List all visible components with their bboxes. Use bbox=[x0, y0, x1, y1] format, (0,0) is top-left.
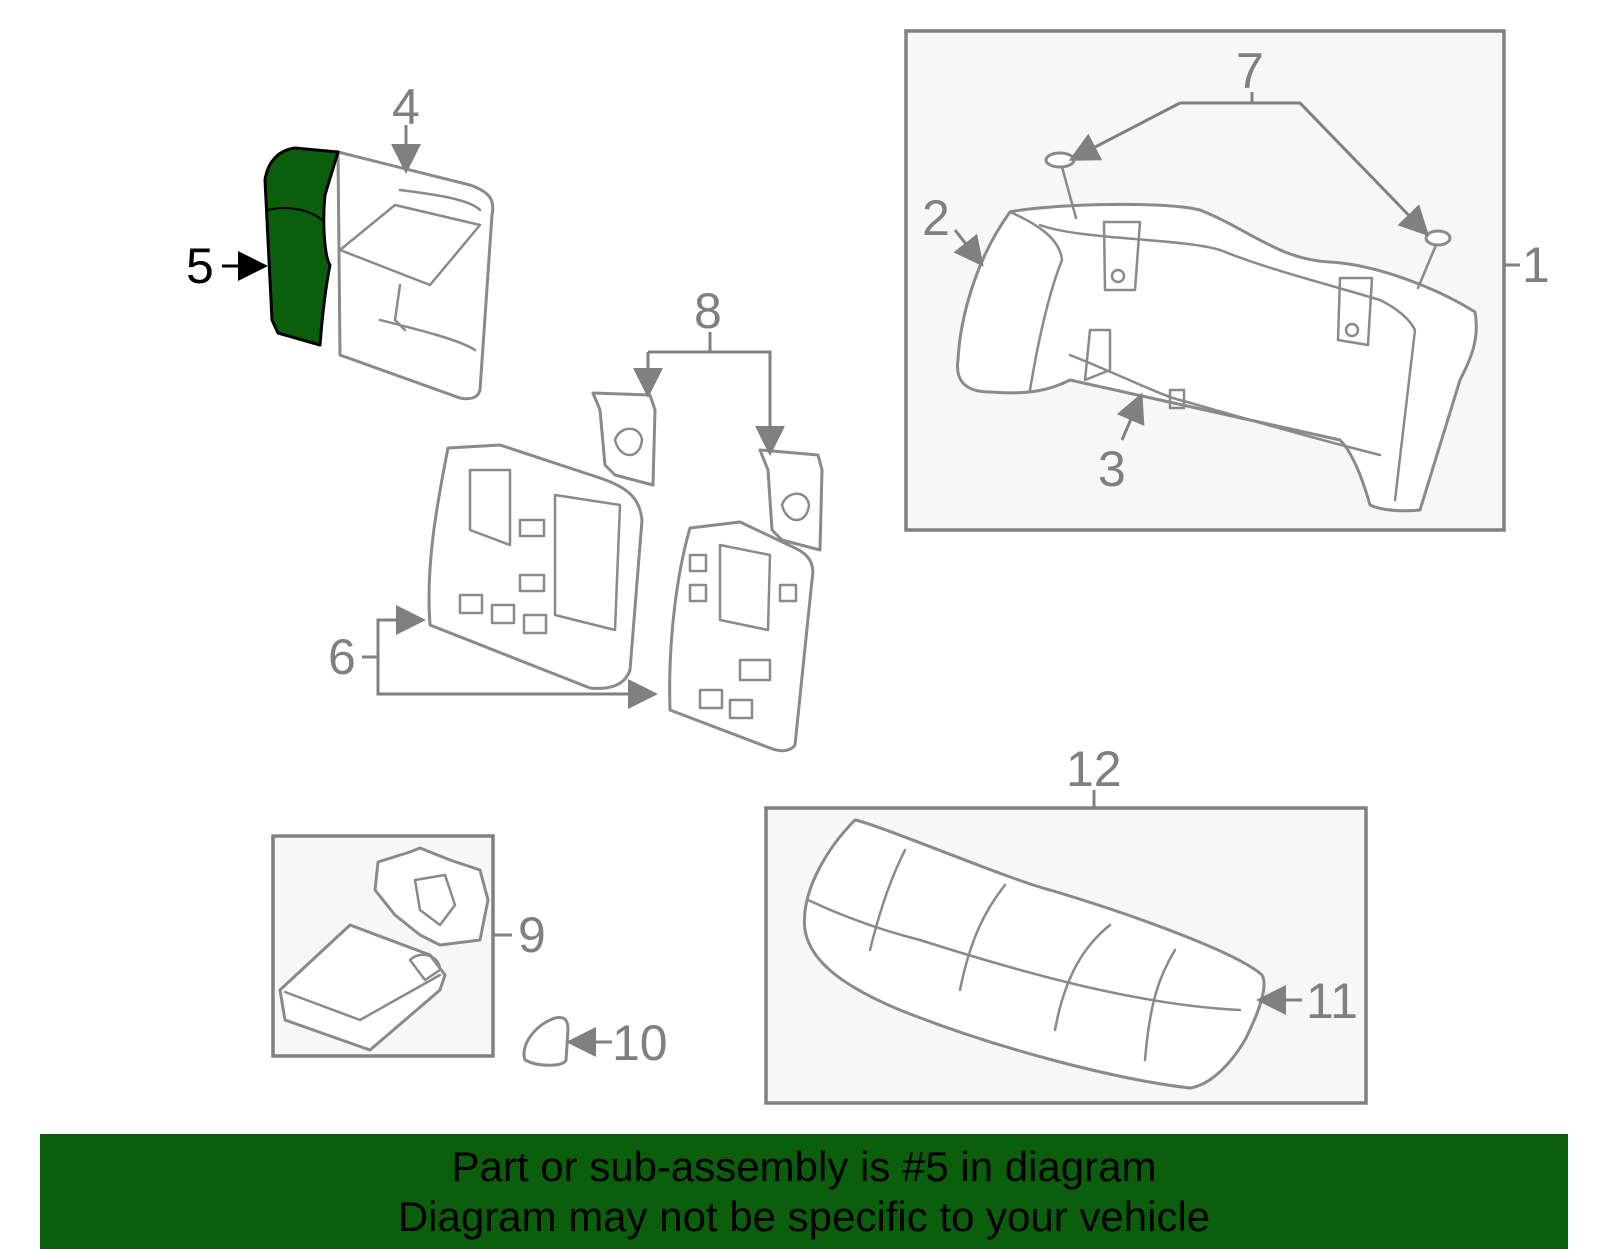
panel-right-slot-1 bbox=[688, 553, 708, 573]
seat-back-cover-highlight bbox=[263, 146, 340, 347]
panel-right-slot-6 bbox=[728, 698, 754, 720]
frame-bracket-lower bbox=[1083, 328, 1112, 382]
bolt-right bbox=[1416, 229, 1452, 290]
cushion-seam-2 bbox=[958, 883, 1007, 992]
callout-9: 9 bbox=[518, 907, 546, 963]
cushion-roll-top bbox=[398, 188, 482, 212]
panel-left-slot-5 bbox=[518, 573, 546, 593]
panel-left-frame-2 bbox=[553, 493, 622, 632]
callout-4: 4 bbox=[392, 79, 420, 135]
part-8-brackets-group bbox=[591, 332, 824, 552]
panel-left-slot-1 bbox=[458, 593, 484, 615]
cable-clip bbox=[1168, 388, 1186, 410]
part-9-armrest-group bbox=[271, 834, 512, 1058]
callout-6: 6 bbox=[328, 629, 356, 685]
panel-left-frame bbox=[468, 468, 512, 547]
bracket-left bbox=[591, 391, 657, 487]
callout-5: 5 bbox=[186, 238, 214, 294]
callout-7: 7 bbox=[1236, 43, 1264, 99]
armrest-latch bbox=[373, 846, 490, 947]
callout-12: 12 bbox=[1066, 741, 1122, 797]
callout-2: 2 bbox=[922, 190, 950, 246]
panel-right-frame bbox=[718, 543, 772, 632]
part-4-seat-back-group bbox=[222, 125, 495, 401]
cap bbox=[522, 1016, 570, 1067]
callout-8: 8 bbox=[694, 283, 722, 339]
frame-cable bbox=[1068, 353, 1382, 457]
cushion-front-edge bbox=[806, 898, 1242, 1012]
leader-8b bbox=[648, 350, 785, 456]
part-1-frame-group bbox=[904, 29, 1520, 532]
leader-7 bbox=[1068, 101, 1181, 161]
leader-3 bbox=[1116, 392, 1145, 441]
seat-back-cushion bbox=[336, 150, 495, 401]
panel-right-slot-3 bbox=[778, 583, 798, 603]
frame-bolt-left bbox=[1110, 268, 1126, 284]
banner-line-2: Diagram may not be specific to your vehi… bbox=[397, 1193, 1211, 1240]
panel-left-slot-2 bbox=[490, 603, 516, 625]
frame-bracket-right bbox=[1336, 276, 1374, 347]
seat-back-panel-left bbox=[427, 443, 644, 690]
leader-6a bbox=[376, 605, 426, 657]
armrest-body bbox=[278, 923, 447, 1052]
armrest-cup bbox=[408, 953, 442, 982]
panel-left-slot-3 bbox=[522, 613, 548, 635]
panel-left-slot-4 bbox=[518, 518, 546, 538]
part-6-panels-group bbox=[362, 443, 815, 753]
banner-line-1: Part or sub-assembly is #5 in diagram bbox=[451, 1143, 1157, 1190]
bracket-left-hole bbox=[613, 427, 644, 457]
callout-10: 10 bbox=[612, 1015, 668, 1071]
frame-inner-edge bbox=[1038, 223, 1417, 502]
cushion-roll-bottom bbox=[378, 318, 477, 352]
leader-7b bbox=[1180, 101, 1430, 237]
leader-2 bbox=[953, 229, 984, 267]
frame-bolt-right bbox=[1344, 322, 1360, 338]
bracket-right bbox=[758, 448, 824, 552]
cushion-seam-1 bbox=[868, 848, 907, 952]
panel-right-slot-5 bbox=[698, 688, 724, 710]
cushion-strap bbox=[393, 283, 407, 332]
panel-right-slot-4 bbox=[738, 658, 772, 682]
frame-bracket-left bbox=[1102, 220, 1142, 292]
frame-side-panel bbox=[1008, 210, 1064, 392]
part-12-cushion-group bbox=[764, 790, 1368, 1105]
panel-right-slot-2 bbox=[688, 583, 708, 603]
armrest-latch-detail bbox=[413, 873, 457, 927]
part-10-cap-group bbox=[522, 1016, 612, 1067]
cushion-panel-top bbox=[338, 203, 482, 287]
callout-11: 11 bbox=[1306, 973, 1358, 1029]
cushion-seam-3 bbox=[1053, 923, 1112, 1032]
armrest-top-edge bbox=[283, 973, 442, 1022]
leader-6b bbox=[376, 657, 658, 709]
callout-3: 3 bbox=[1098, 441, 1126, 497]
bracket-right-hole bbox=[780, 492, 811, 522]
seat-back-cover-seam bbox=[267, 207, 323, 221]
callout-1: 1 bbox=[1522, 237, 1550, 293]
cushion-seam-4 bbox=[1143, 948, 1177, 1062]
seat-back-frame bbox=[955, 202, 1478, 513]
info-banner: Part or sub-assembly is #5 in diagram Di… bbox=[40, 1134, 1568, 1249]
seat-back-panel-right bbox=[668, 520, 815, 753]
